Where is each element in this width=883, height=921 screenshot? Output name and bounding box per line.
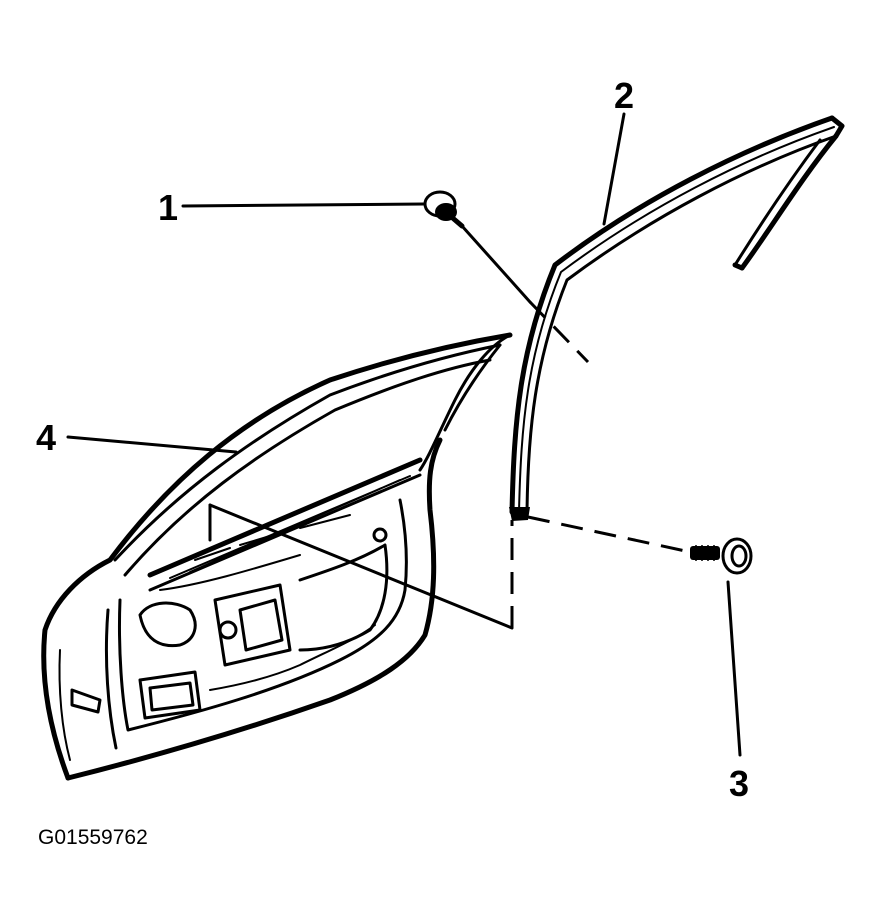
weatherstrip bbox=[509, 115, 845, 521]
leader-3 bbox=[726, 580, 742, 757]
leader-2 bbox=[602, 112, 626, 226]
leader-1 bbox=[181, 202, 426, 208]
callout-3: 3 bbox=[729, 763, 750, 804]
leader-4 bbox=[66, 435, 238, 454]
callout-4: 4 bbox=[36, 417, 57, 458]
figure-code: G01559762 bbox=[38, 826, 148, 849]
bolt bbox=[527, 515, 753, 575]
callout-2: 2 bbox=[614, 75, 635, 116]
pushpin-retainer bbox=[423, 190, 590, 364]
door bbox=[41, 332, 514, 781]
leader-lines bbox=[66, 112, 742, 757]
callout-1: 1 bbox=[158, 187, 179, 228]
